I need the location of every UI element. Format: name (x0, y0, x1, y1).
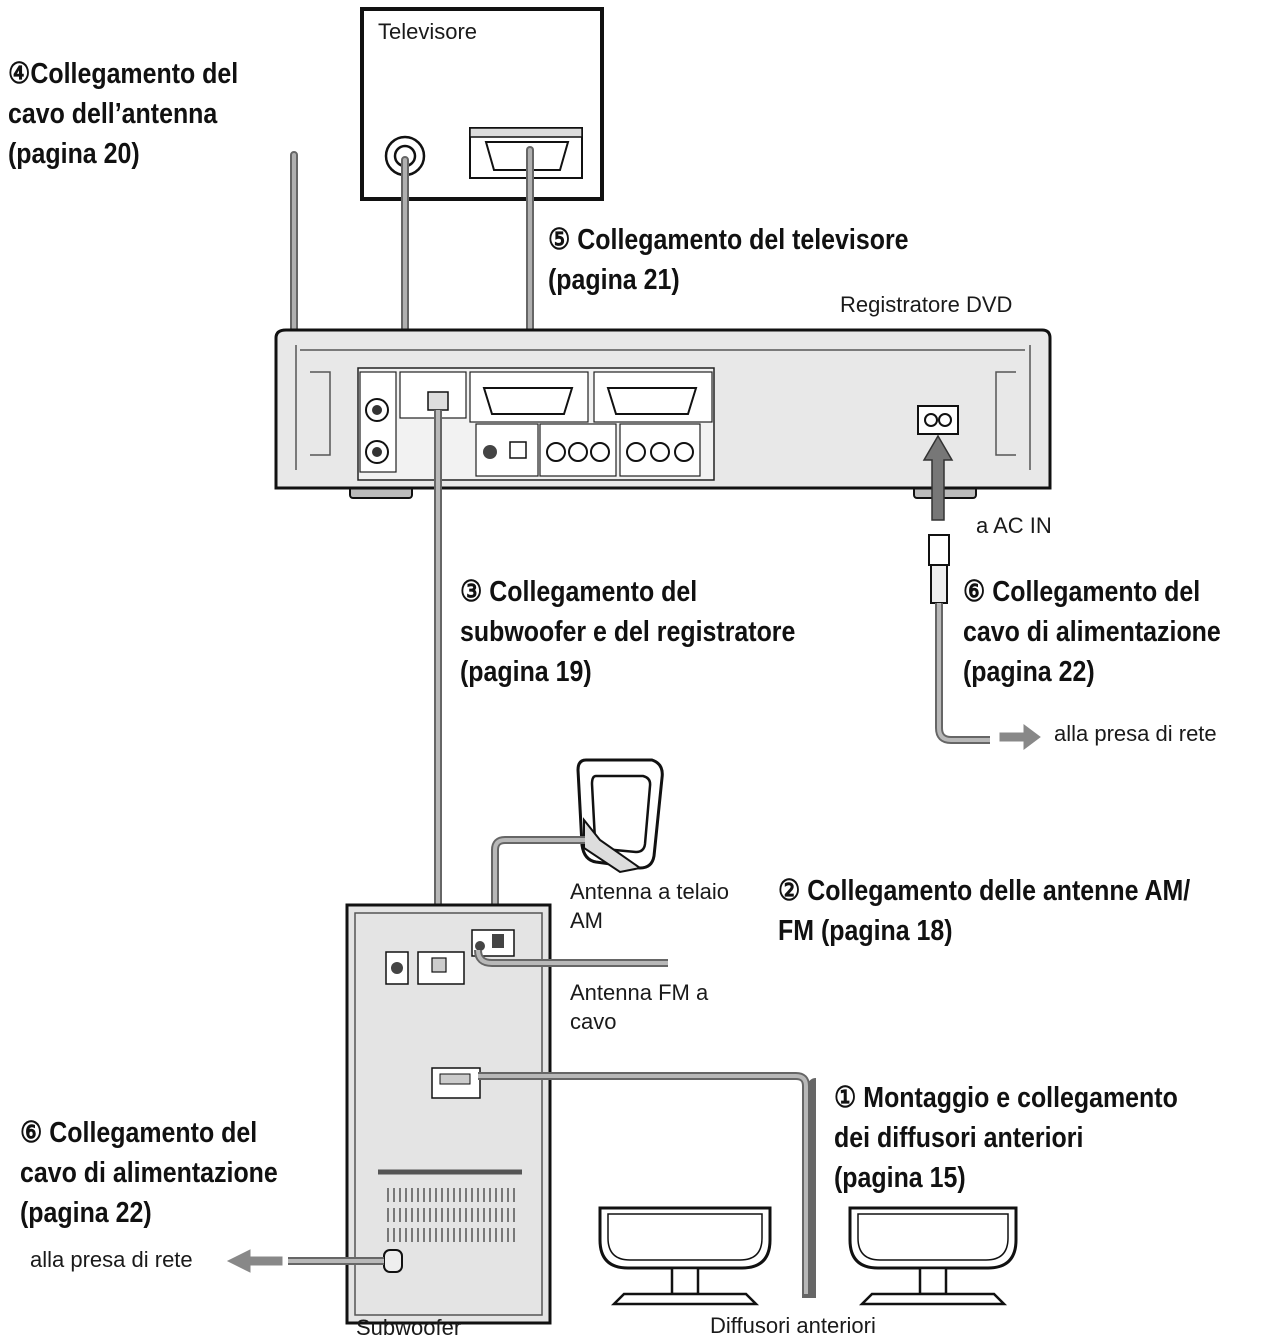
step-subwoofer-recorder: ③ Collegamento del subwoofer e del regis… (460, 572, 795, 692)
step-antenna-cable: ④Collegamento del cavo dell’antenna (pag… (8, 54, 238, 174)
ac-in-label: a AC IN (976, 513, 1052, 538)
step-am-fm-antennas-line1: ② Collegamento delle antenne AM/ (778, 875, 1191, 907)
am-loop-label-line2: AM (570, 907, 603, 933)
subwoofer-vents (387, 1188, 515, 1242)
step-power-cord-left-line1: ⑥ Collegamento del (20, 1117, 258, 1149)
front-speaker-left (598, 1206, 772, 1306)
fm-wire-label-line2: cavo (570, 1008, 617, 1034)
mains-outlet-right-label: alla presa di rete (1054, 721, 1217, 746)
step-power-cord-right: ⑥ Collegamento del cavo di alimentazione… (963, 572, 1221, 692)
step-power-cord-left-line3: (pagina 22) (20, 1197, 152, 1230)
step-subwoofer-recorder-line3: (pagina 19) (460, 656, 592, 689)
dvd-recorder-label: Registratore DVD (840, 292, 1013, 317)
power-cord-right (922, 434, 1041, 750)
speaker-cable (478, 1072, 817, 1298)
front-speaker-right (848, 1206, 1018, 1306)
fm-wire-label: Antenna FM a cavo (570, 979, 708, 1036)
front-speakers-label: Diffusori anteriori (710, 1313, 876, 1338)
fm-wire-label-line1: Antenna FM a (570, 980, 709, 1005)
am-loop-label-line1: Antenna a telaio (570, 879, 730, 904)
step-front-speakers-line2: dei diffusori anteriori (834, 1122, 1084, 1155)
dvd-recorder (274, 328, 1052, 499)
step-power-cord-left-line2: cavo di alimentazione (20, 1157, 278, 1190)
step-antenna-cable-line2: cavo dell’antenna (8, 98, 218, 131)
step-am-fm-antennas-line2: FM (pagina 18) (778, 915, 953, 948)
power-cord-left (226, 1249, 384, 1273)
step-am-fm-antennas: ② Collegamento delle antenne AM/ FM (pag… (778, 871, 1190, 951)
step-front-speakers-line3: (pagina 15) (834, 1162, 966, 1195)
step-antenna-cable-line1: ④Collegamento del (8, 58, 239, 90)
subwoofer-unit (345, 903, 668, 1325)
step-front-speakers-line1: ① Montaggio e collegamento (834, 1082, 1178, 1114)
step-tv-connection-line2: (pagina 21) (548, 264, 680, 297)
step-power-cord-right-line1: ⑥ Collegamento del (963, 576, 1201, 608)
step-tv-connection-line1: ⑤ Collegamento del televisore (548, 224, 909, 256)
mains-outlet-left-label: alla presa di rete (30, 1247, 193, 1272)
step-antenna-cable-line3: (pagina 20) (8, 138, 140, 171)
step-front-speakers: ① Montaggio e collegamento dei diffusori… (834, 1078, 1178, 1198)
step-power-cord-left: ⑥ Collegamento del cavo di alimentazione… (20, 1113, 278, 1233)
step-subwoofer-recorder-line1: ③ Collegamento del (460, 576, 698, 608)
tv-label: Televisore (378, 19, 478, 44)
am-loop-antenna (491, 758, 664, 935)
step-power-cord-right-line2: cavo di alimentazione (963, 616, 1221, 649)
subwoofer-label: Subwoofer (356, 1315, 462, 1340)
step-subwoofer-recorder-line2: subwoofer e del registratore (460, 616, 796, 649)
step-tv-connection: ⑤ Collegamento del televisore (pagina 21… (548, 220, 909, 300)
am-loop-label: Antenna a telaio AM (570, 878, 729, 935)
step-power-cord-right-line3: (pagina 22) (963, 656, 1095, 689)
